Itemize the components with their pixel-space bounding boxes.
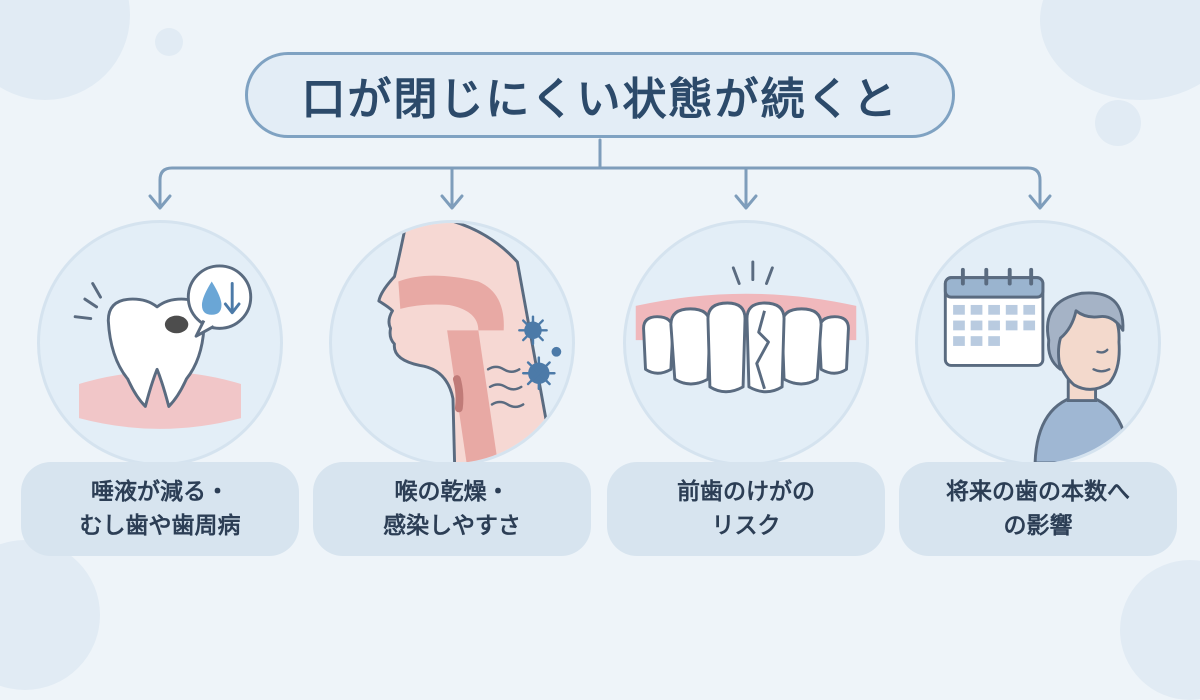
illustration-circle-4 [915, 220, 1161, 466]
label-line-2: リスク [711, 513, 781, 539]
background-blob [155, 28, 183, 56]
illustration-circle-2 [329, 220, 575, 466]
label-line-2: の影響 [1003, 513, 1073, 539]
tooth-decay-saliva-icon [73, 264, 253, 429]
label-line-2: 感染しやすさ [383, 513, 521, 539]
illustration-circle-1 [37, 220, 283, 466]
label-line-1: 前歯のけがの [677, 479, 815, 505]
throat-infection-icon [377, 223, 562, 463]
consequence-label-2: 喉の乾燥・ 感染しやすさ [313, 462, 591, 556]
background-blob [1095, 100, 1141, 146]
calendar-elderly-person-icon [943, 267, 1131, 463]
connector-arrows [148, 138, 1052, 210]
label-line-1: 喉の乾燥・ [394, 479, 510, 505]
label-line-2: むし歯や歯周病 [79, 513, 241, 539]
illustration-circle-3 [623, 220, 869, 466]
label-line-1: 将来の歯の本数へ [946, 479, 1130, 505]
label-line-1: 唾液が減る・ [91, 479, 229, 505]
title-box: 口が閉じにくい状態が続くと [245, 52, 955, 138]
diagram-title: 口が閉じにくい状態が続くと [301, 74, 899, 125]
cracked-front-tooth-icon [635, 260, 857, 394]
consequence-label-4: 将来の歯の本数へ の影響 [899, 462, 1177, 556]
consequence-label-3: 前歯のけがの リスク [607, 462, 885, 556]
consequence-label-1: 唾液が減る・ むし歯や歯周病 [21, 462, 299, 556]
